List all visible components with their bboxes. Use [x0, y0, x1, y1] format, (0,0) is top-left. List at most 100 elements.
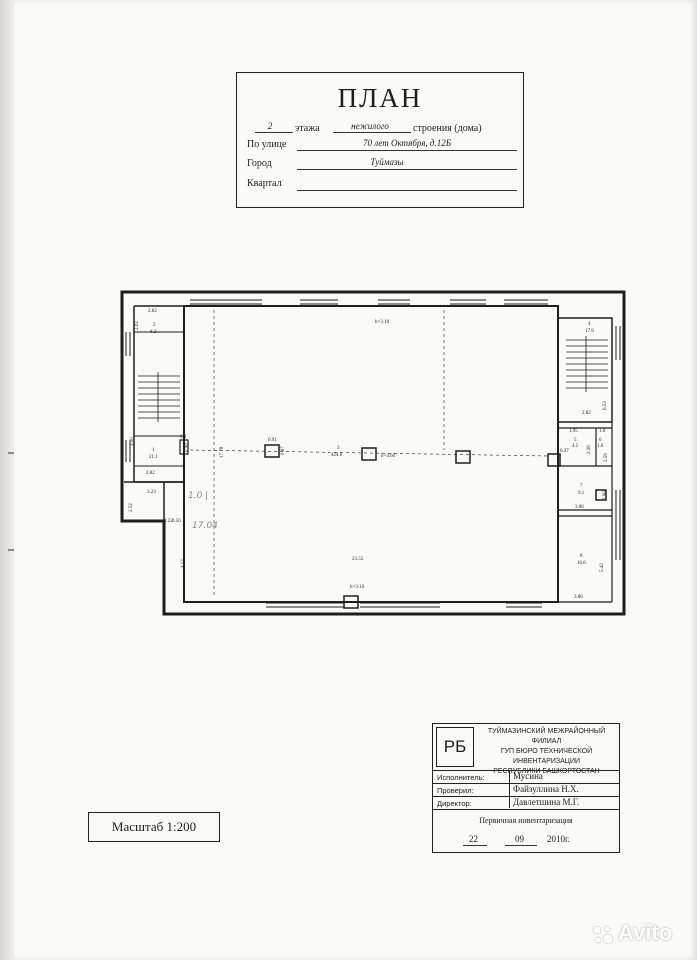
dim-label: 23.55 [352, 557, 364, 562]
org-line: ТУЙМАЗИНСКИЙ МЕЖРАЙОННЫЙ ФИЛИАЛ [487, 728, 606, 745]
room-number: 5 [574, 438, 577, 443]
room-area: 17.9 [585, 329, 594, 334]
dim-label: 17.78 [220, 446, 225, 458]
dim-label: 3.50 [130, 437, 135, 446]
rb-logo: РБ [436, 727, 474, 767]
organization-name: ТУЙМАЗИНСКИЙ МЕЖРАЙОННЫЙ ФИЛИАЛ ГУП БЮРО… [477, 727, 616, 777]
dim-label: 3.23 [147, 490, 156, 495]
binding-spine [0, 0, 14, 960]
underline [505, 845, 537, 846]
city-label: Город [247, 158, 272, 169]
room-number: 7 [580, 484, 583, 489]
checked-value: Файзуллина Н.Х. [513, 784, 579, 794]
dim-label: 2.22 [164, 519, 173, 524]
dim-label: 3.06 [575, 505, 584, 510]
window [615, 326, 621, 560]
scale-label: Масштаб 1:200 [88, 812, 220, 842]
stairwell-right [558, 317, 613, 423]
street-label: По улице [247, 139, 287, 150]
dim-label: 2.59 [604, 453, 609, 462]
stamp-divider [433, 770, 619, 771]
building-type: нежилого [351, 121, 389, 131]
window [266, 602, 542, 608]
stairwell-divider [134, 331, 184, 467]
underline [297, 150, 517, 151]
handwritten-note: 1.0 | [188, 491, 208, 501]
title-block: ПЛАН 2 этажа нежилого строения (дома) По… [236, 72, 524, 208]
handwritten-note: 17.04 [192, 521, 218, 531]
stamp-divider [433, 809, 619, 810]
room-number: 2 [153, 323, 156, 328]
floor-label: этажа [295, 123, 320, 134]
wall-block [595, 489, 607, 501]
room-number: 8 [580, 554, 583, 559]
room-right-partitions [558, 422, 613, 603]
city-value: Туймазы [370, 157, 404, 167]
underline [255, 132, 293, 133]
dim-label: 2.82 [148, 309, 157, 314]
org-line: РЕСПУБЛИКИ БАШКОРТОСТАН [493, 768, 600, 775]
column [547, 453, 561, 467]
dim-label: 6.53 [603, 401, 608, 410]
date-day: 22 [469, 834, 478, 844]
director-label: Директор: [437, 799, 472, 808]
ceiling-height: h=3.10 [375, 320, 390, 325]
underline [297, 190, 517, 191]
room-area: 9.1 [578, 491, 585, 496]
ceiling-height: h=4.60 [381, 454, 396, 459]
dim-label: 0.67 [281, 446, 286, 455]
director-value: Давлетшина М.Г. [513, 797, 580, 807]
street-value: 70 лет Октября, д.12Б [362, 138, 452, 148]
dim-label: 4.12 [181, 559, 186, 568]
window [125, 332, 131, 462]
room-number: 1 [152, 448, 155, 453]
column [179, 439, 189, 455]
wall-block [343, 595, 359, 609]
dim-label: 0.56 [172, 519, 181, 524]
ceiling-height: h=3.10 [350, 585, 365, 590]
watermark-text: Avito [618, 920, 673, 945]
dim-label: 0.37 [560, 449, 569, 454]
dim-label: 2.82 [582, 411, 591, 416]
column [361, 447, 377, 461]
stamp-divider [433, 783, 619, 784]
room-left-lower [124, 481, 184, 521]
bti-stamp: РБ ТУЙМАЗИНСКИЙ МЕЖРАЙОННЫЙ ФИЛИАЛ ГУП Б… [432, 723, 620, 853]
dim-label: 0.90 [185, 443, 190, 452]
dim-label: 5.42 [600, 563, 605, 572]
underline [297, 169, 517, 170]
room-number: 4 [588, 322, 591, 327]
column [264, 444, 280, 458]
avito-logo-icon [592, 925, 614, 945]
dimension-line [189, 449, 549, 457]
room-area: 8.2 [150, 330, 157, 335]
underline [333, 132, 411, 133]
date-year: 2010г. [547, 834, 570, 844]
org-line: ГУП БЮРО ТЕХНИЧЕСКОЙ [500, 748, 593, 755]
org-line: ИНВЕНТАРИЗАЦИИ [512, 758, 581, 765]
floor-number: 2 [267, 121, 273, 131]
dim-label: 2.82 [146, 471, 155, 476]
dim-label: 2.02 [135, 321, 140, 330]
dim-label: 1.0 [599, 429, 606, 434]
stamp-divider [433, 796, 619, 797]
dim-label: 1.95 [569, 429, 578, 434]
column [455, 450, 471, 464]
room-area: 16.6 [577, 561, 586, 566]
executor-label: Исполнитель: [437, 773, 485, 782]
quarter-label: Квартал [247, 178, 282, 189]
dim-label: 2.96 [603, 491, 608, 500]
dim-label: 3.06 [574, 595, 583, 600]
inventory-type: Первичная инвентаризация [479, 816, 573, 825]
dim-label: 0.4 [180, 435, 187, 440]
room-area: 424.6 [331, 453, 343, 458]
room-number: 3 [337, 446, 340, 451]
document-sheet [14, 0, 697, 960]
inner-wall [183, 305, 559, 603]
dim-label: 2.36 [587, 445, 592, 454]
dim-label: 0.91 [268, 438, 277, 443]
stamp-divider [509, 770, 510, 808]
underline [463, 845, 487, 846]
date-month: 09 [515, 834, 524, 844]
